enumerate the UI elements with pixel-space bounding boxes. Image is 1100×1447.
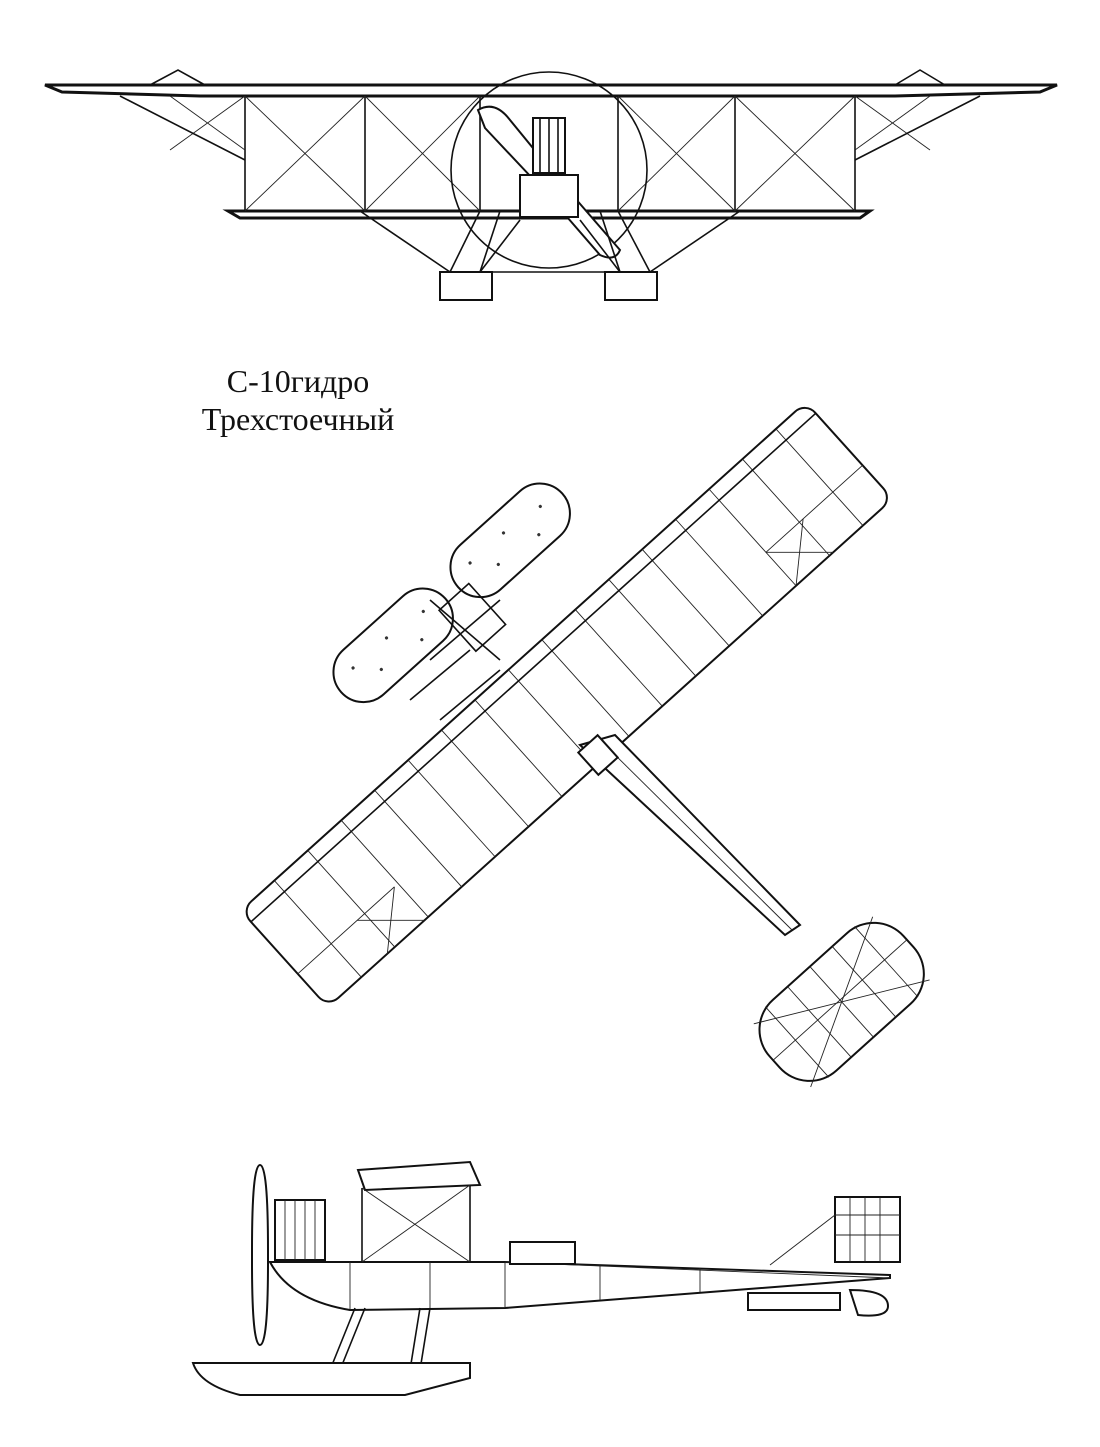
interplane-struts bbox=[244, 96, 856, 211]
float-struts bbox=[359, 210, 741, 273]
left-float bbox=[439, 271, 493, 301]
propeller-disc bbox=[450, 71, 648, 269]
float-struts-side bbox=[329, 1307, 431, 1371]
right-float bbox=[604, 271, 658, 301]
engine bbox=[519, 117, 579, 218]
front-view bbox=[44, 69, 1058, 301]
lower-wing bbox=[222, 209, 875, 220]
floats-top bbox=[332, 482, 571, 704]
tail-float-side bbox=[747, 1292, 841, 1311]
bracing-wires bbox=[169, 95, 931, 212]
kingposts bbox=[119, 69, 981, 161]
caption: С-10гидро Трехстоечный bbox=[168, 362, 428, 438]
tail-side bbox=[769, 1196, 901, 1266]
wing-cell-side bbox=[356, 1160, 482, 1263]
wing-planform bbox=[245, 406, 888, 1003]
upper-wing bbox=[44, 83, 1058, 98]
propeller-side bbox=[251, 1163, 269, 1347]
variant-subtitle: Трехстоечный bbox=[201, 401, 395, 437]
model-title: С-10гидро bbox=[226, 363, 370, 399]
main-float-side bbox=[191, 1362, 471, 1396]
engine-side bbox=[274, 1199, 326, 1261]
engine-top bbox=[409, 582, 507, 721]
cockpit-side bbox=[509, 1241, 576, 1265]
top-view bbox=[245, 406, 930, 1088]
side-view bbox=[191, 1160, 901, 1396]
tailplane-top bbox=[753, 916, 930, 1088]
fuselage-top bbox=[576, 733, 802, 937]
